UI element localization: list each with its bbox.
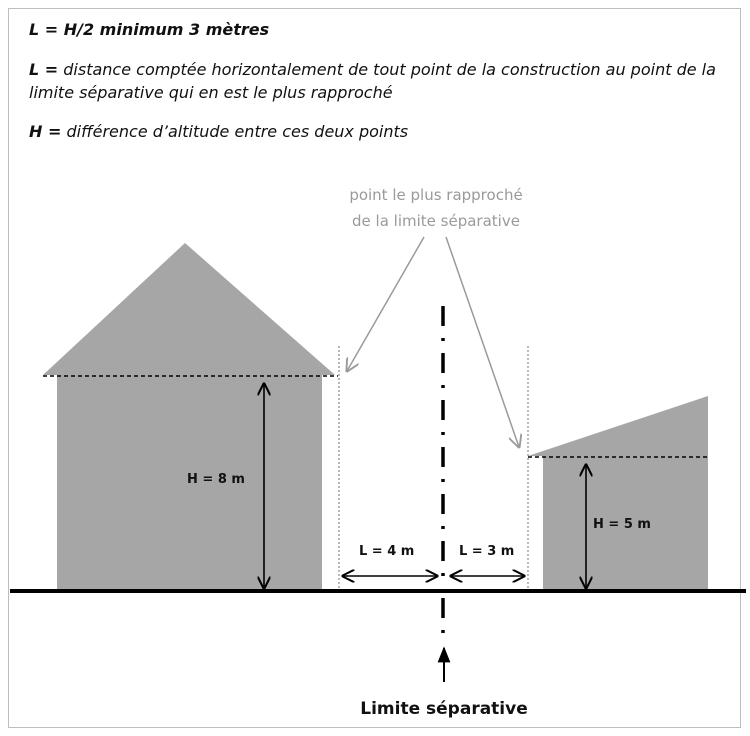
left-height-label: H = 8 m	[187, 472, 245, 487]
right-distance-label: L = 3 m	[459, 544, 514, 559]
boundary-label: Limite séparative	[360, 699, 528, 719]
right-house-wall	[543, 456, 708, 590]
note-line-1: point le plus rapproché	[349, 186, 522, 204]
rule-text-l: distance comptée horizontalement de tout…	[29, 60, 716, 102]
right-house-roof	[528, 396, 708, 456]
rule-definition-l: L = distance comptée horizontalement de …	[29, 58, 729, 104]
rule-text-h: différence d’altitude entre ces deux poi…	[61, 122, 409, 141]
right-height-label: H = 5 m	[593, 517, 651, 532]
figure-frame	[8, 8, 741, 728]
rule-key-l: L =	[29, 60, 59, 79]
rule-definition-h: H = différence d’altitude entre ces deux…	[29, 120, 408, 143]
left-house-wall	[57, 375, 322, 591]
rule-key-h: H =	[29, 122, 62, 141]
left-house-roof	[43, 243, 335, 375]
note-pointer-right-arrow	[445, 236, 519, 447]
note-pointer-left-arrow	[347, 236, 425, 371]
left-distance-label: L = 4 m	[359, 544, 414, 559]
rule-formula: L = H/2 minimum 3 mètres	[29, 20, 270, 39]
note-line-2: de la limite séparative	[352, 212, 520, 230]
